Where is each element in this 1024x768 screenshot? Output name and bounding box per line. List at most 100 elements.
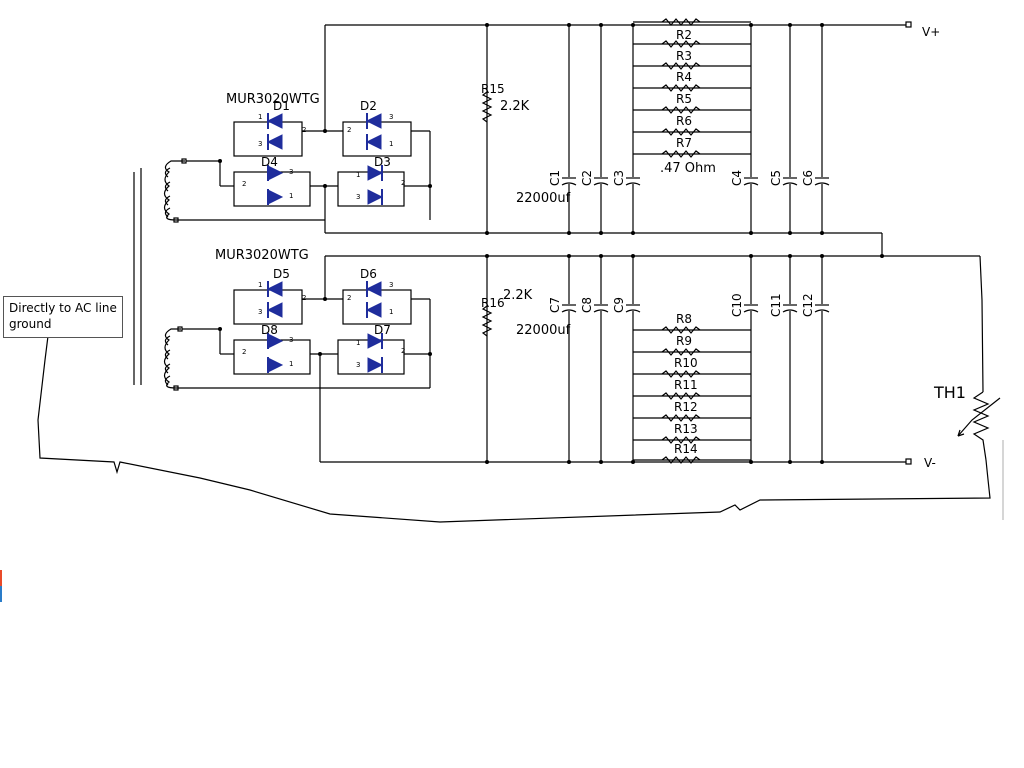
capacitor-c6: C6 [801, 170, 830, 186]
capacitor-c4: C4 [730, 170, 759, 186]
diode-d7: D7 1 3 2 [337, 323, 405, 375]
diode-ref: D3 [374, 155, 391, 169]
diode-ref: D5 [273, 267, 290, 281]
svg-text:C1: C1 [548, 170, 562, 186]
diode-d1: D1 1 3 2 [233, 99, 306, 157]
svg-text:C2: C2 [580, 170, 594, 186]
svg-text:2: 2 [242, 180, 246, 188]
output-positive-label: V+ [922, 25, 940, 39]
svg-text:3: 3 [258, 140, 262, 148]
capacitor-c8: C8 [580, 297, 609, 313]
diode-d5: D5 1 3 2 [233, 267, 306, 325]
capacitor-c12: C12 [801, 293, 830, 317]
svg-text:C9: C9 [612, 297, 626, 313]
resistor-ref: R15 [481, 82, 505, 96]
svg-text:3: 3 [389, 113, 393, 121]
capacitor-value: 22000uf [516, 323, 571, 338]
resistor-value: 2.2K [503, 288, 533, 303]
svg-text:C11: C11 [769, 293, 783, 317]
capacitor-value: 22000uf [516, 191, 571, 206]
thermistor-th1: TH1 [933, 255, 1001, 461]
positive-rail: V+ R15 2.2K C1 C2 C3 C4 C5 C6 22000uf R2… [325, 18, 940, 235]
svg-text:R10: R10 [674, 356, 698, 370]
bridge-part-label: MUR3020WTG [226, 92, 320, 107]
svg-text:C12: C12 [801, 293, 815, 317]
svg-text:C7: C7 [548, 297, 562, 313]
svg-text:R2: R2 [676, 28, 692, 42]
svg-text:3: 3 [389, 281, 393, 289]
svg-text:R12: R12 [674, 400, 698, 414]
svg-text:R6: R6 [676, 114, 692, 128]
bridge-part-label: MUR3020WTG [215, 248, 309, 263]
capacitor-c9: C9 [612, 297, 641, 313]
resistor-value: .47 Ohm [660, 161, 716, 176]
bridge-rectifier-upper: MUR3020WTG D1 1 3 2 D2 3 1 2 [218, 25, 882, 234]
negative-rail: V- R16 2.2K C7 C8 C9 C10 C11 C12 22000uf… [320, 254, 936, 470]
capacitor-c3: C3 [612, 170, 641, 186]
svg-text:C10: C10 [730, 293, 744, 317]
diode-d8: D8 2 3 1 [233, 323, 311, 375]
svg-text:R9: R9 [676, 334, 692, 348]
svg-text:1: 1 [289, 360, 293, 368]
svg-text:2: 2 [347, 294, 351, 302]
ground-note-text: Directly to AC line ground [9, 301, 117, 331]
ground-note: Directly to AC line ground [3, 296, 123, 338]
resistor-bank-positive: R2 R3 R4 R5 R6 R7 .47 Ohm [633, 18, 751, 176]
capacitor-c2: C2 [580, 170, 609, 186]
svg-text:1: 1 [356, 339, 360, 347]
svg-text:1: 1 [258, 113, 262, 121]
diode-d6: D6 3 1 2 [342, 267, 412, 325]
transformer-frame [133, 168, 142, 385]
diode-d2: D2 3 1 2 [342, 99, 412, 157]
svg-text:2: 2 [302, 126, 306, 134]
capacitor-c7: C7 [548, 297, 577, 313]
svg-text:C4: C4 [730, 170, 744, 186]
transformer-winding-lower [163, 326, 430, 391]
diode-ref: D4 [261, 155, 278, 169]
capacitor-c10: C10 [730, 293, 759, 317]
svg-text:R4: R4 [676, 70, 692, 84]
svg-text:1: 1 [356, 171, 360, 179]
svg-text:2: 2 [401, 347, 405, 355]
svg-text:3: 3 [356, 193, 360, 201]
diode-ref: D7 [374, 323, 391, 337]
svg-text:2: 2 [347, 126, 351, 134]
capacitor-c11: C11 [769, 293, 798, 317]
svg-text:2: 2 [242, 348, 246, 356]
svg-text:3: 3 [258, 308, 262, 316]
svg-text:C3: C3 [612, 170, 626, 186]
ground-wire [37, 335, 991, 523]
edge-marker [0, 570, 2, 602]
svg-text:C5: C5 [769, 170, 783, 186]
svg-text:R14: R14 [674, 442, 698, 456]
center-tap [325, 233, 980, 258]
svg-text:2: 2 [302, 294, 306, 302]
svg-text:R3: R3 [676, 49, 692, 63]
resistor-ref: R16 [481, 296, 505, 310]
svg-text:3: 3 [356, 361, 360, 369]
svg-text:R5: R5 [676, 92, 692, 106]
output-negative-label: V- [924, 456, 936, 470]
svg-text:R11: R11 [674, 378, 698, 392]
resistor-value: 2.2K [500, 99, 530, 114]
svg-text:R13: R13 [674, 422, 698, 436]
svg-text:2: 2 [401, 179, 405, 187]
svg-text:1: 1 [289, 192, 293, 200]
diode-d3: D3 1 3 2 [337, 155, 405, 207]
capacitor-c5: C5 [769, 170, 798, 186]
diode-ref: D8 [261, 323, 278, 337]
svg-text:C6: C6 [801, 170, 815, 186]
svg-text:3: 3 [289, 336, 293, 344]
diode-d4: D4 2 3 1 [233, 155, 311, 207]
capacitor-c1: C1 [548, 170, 577, 186]
resistor-bank-negative: R8 R9 R10 R11 R12 R13 R14 [633, 312, 751, 464]
svg-text:R7: R7 [676, 136, 692, 150]
transformer-winding-upper [163, 158, 325, 223]
svg-text:R8: R8 [676, 312, 692, 326]
svg-text:1: 1 [389, 140, 393, 148]
diode-ref: D6 [360, 267, 377, 281]
svg-text:1: 1 [258, 281, 262, 289]
svg-text:3: 3 [289, 168, 293, 176]
diode-ref: D1 [273, 99, 290, 113]
